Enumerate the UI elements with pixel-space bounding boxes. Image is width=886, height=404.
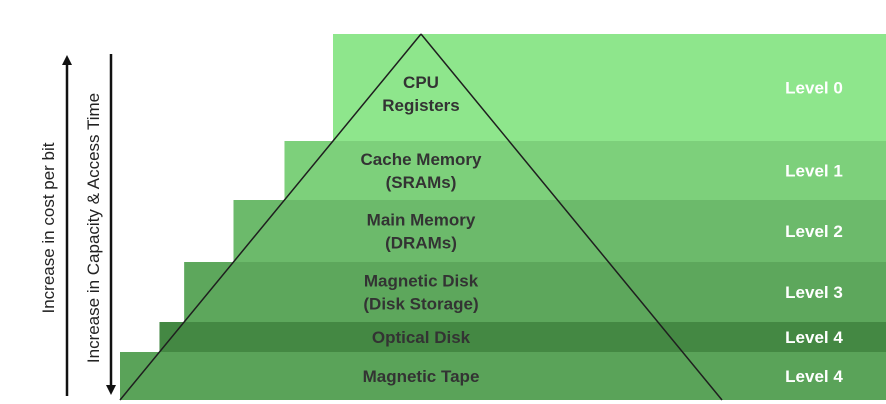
pyramid-tier bbox=[333, 34, 509, 141]
tier-label: Magnetic Disk bbox=[364, 272, 479, 291]
pyramid-tier bbox=[233, 200, 609, 262]
tier-label: Registers bbox=[382, 96, 459, 115]
level-labels: Level 0 Level 1 Level 2 Level 3 Level 4 Level… bbox=[785, 79, 843, 387]
tier-label: Magnetic Tape bbox=[363, 367, 480, 386]
level-label: Level 2 bbox=[785, 222, 843, 241]
tier-label: (DRAMs) bbox=[385, 234, 457, 253]
level-label: Level 1 bbox=[785, 162, 843, 181]
level-label: Level 4 bbox=[785, 367, 843, 386]
tier-label: Cache Memory bbox=[361, 150, 482, 169]
pyramid-tiers bbox=[120, 34, 722, 400]
level-label: Level 3 bbox=[785, 283, 843, 302]
pyramid-tier bbox=[120, 352, 722, 400]
tier-label: Optical Disk bbox=[372, 328, 471, 347]
level-label: Level 0 bbox=[785, 79, 843, 98]
pyramid-tier bbox=[284, 141, 558, 200]
capacity-axis-label: Increase in Capacity & Access Time bbox=[84, 93, 103, 363]
pyramid-outline bbox=[119, 33, 723, 401]
tier-label: (SRAMs) bbox=[386, 173, 457, 192]
tier-label: Main Memory bbox=[367, 211, 476, 230]
cost-axis-label: Increase in cost per bit bbox=[39, 142, 58, 313]
pyramid-tier bbox=[159, 322, 683, 352]
tier-label: CPU bbox=[403, 73, 439, 92]
pyramid-tier bbox=[184, 262, 658, 322]
level-label: Level 4 bbox=[785, 328, 843, 347]
tier-label: (Disk Storage) bbox=[363, 295, 478, 314]
